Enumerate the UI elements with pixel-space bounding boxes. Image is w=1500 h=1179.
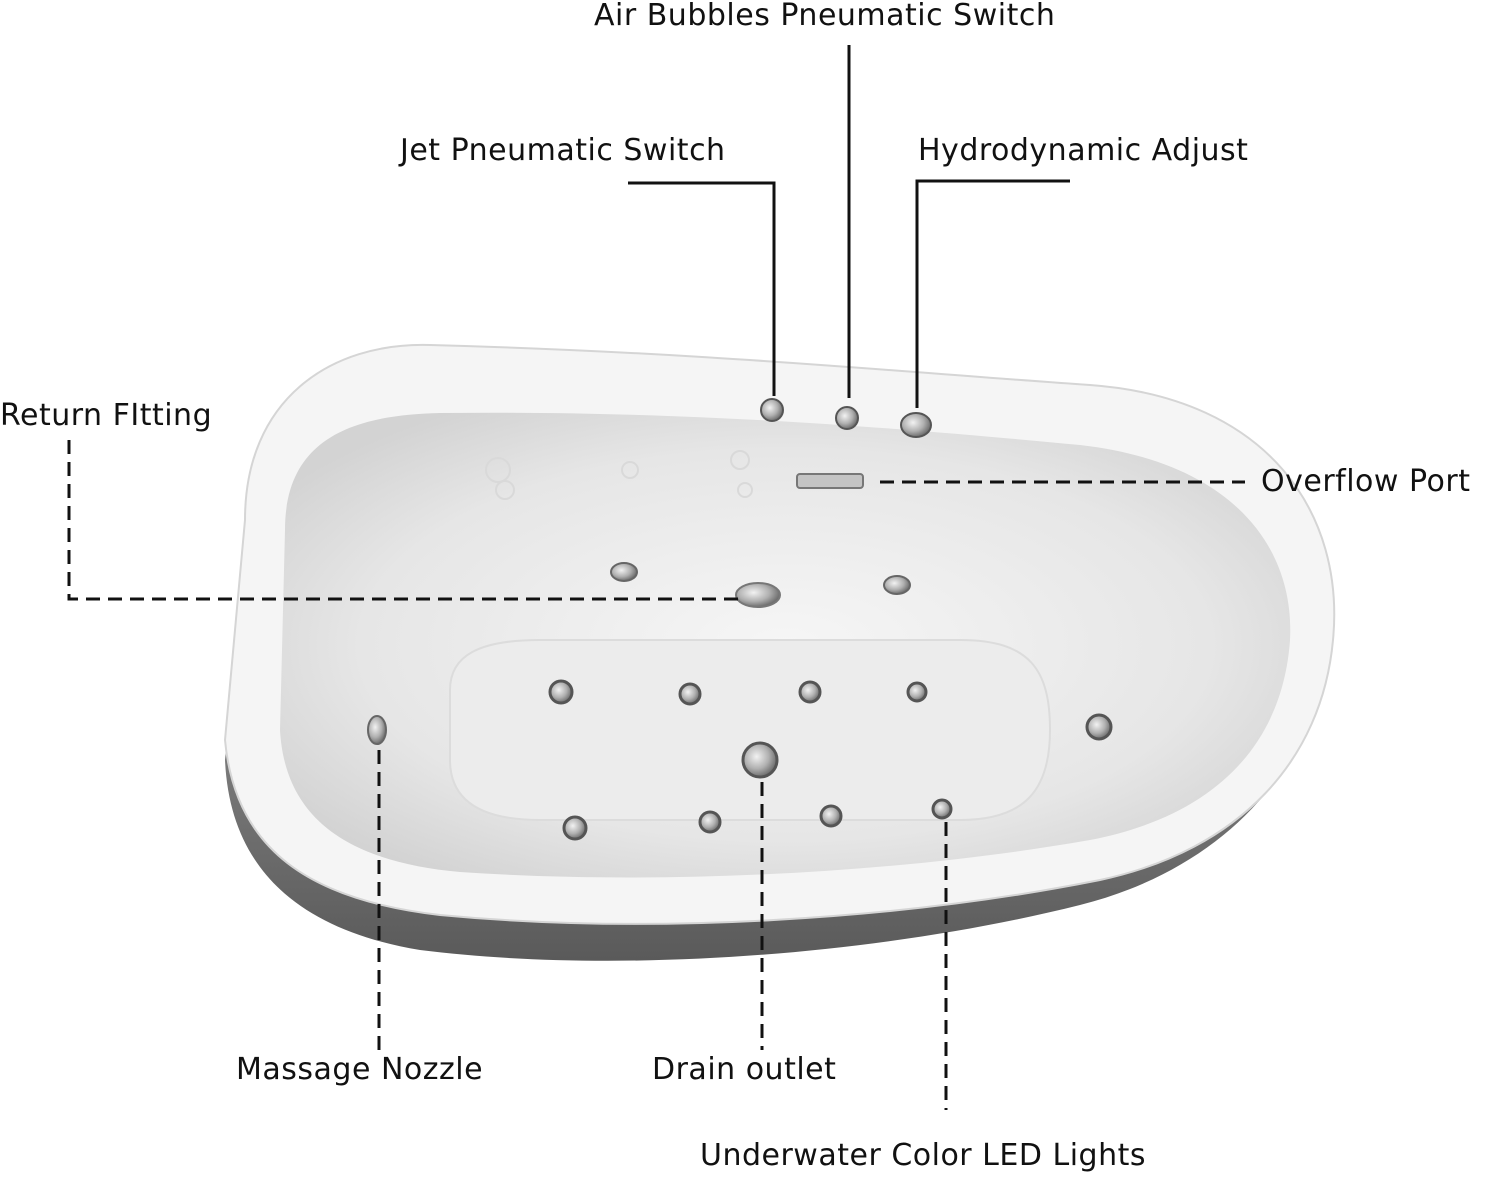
label-drain-outlet: Drain outlet (652, 1052, 837, 1087)
label-overflow-port: Overflow Port (1261, 464, 1471, 499)
led-light (931, 798, 953, 820)
massage-nozzle (548, 679, 574, 705)
return-fitting (735, 582, 781, 608)
back-jet (883, 575, 911, 595)
label-massage-nozzle: Massage Nozzle (236, 1052, 484, 1087)
jet-switch-button (760, 398, 784, 422)
massage-nozzle (798, 680, 822, 704)
label-return-fitting: Return FItting (0, 398, 213, 433)
tub-seat-recess (449, 639, 1052, 821)
led-light (819, 804, 843, 828)
label-jet-switch: Jet Pneumatic Switch (400, 133, 726, 168)
label-led-lights: Underwater Color LED Lights (700, 1138, 1146, 1173)
label-air-bubbles-switch: Air Bubbles Pneumatic Switch (594, 0, 1056, 33)
air-bubbles-switch-button (835, 406, 859, 430)
massage-nozzle (678, 682, 702, 706)
drain-outlet (741, 741, 779, 779)
overflow-port (796, 473, 864, 489)
leader-line-jet-switch (628, 181, 776, 396)
massage-nozzle (1085, 713, 1113, 741)
back-wall-marks (485, 450, 753, 500)
led-light (698, 810, 722, 834)
massage-nozzle-side (367, 715, 387, 745)
label-hydrodynamic-adjust: Hydrodynamic Adjust (918, 133, 1249, 168)
massage-nozzle (906, 681, 928, 703)
back-jet (610, 562, 638, 582)
leader-line-return-fitting (67, 440, 738, 601)
led-light (562, 815, 588, 841)
leader-line-hydrodynamic (915, 179, 1070, 408)
hydrodynamic-adjust-knob (900, 412, 932, 438)
